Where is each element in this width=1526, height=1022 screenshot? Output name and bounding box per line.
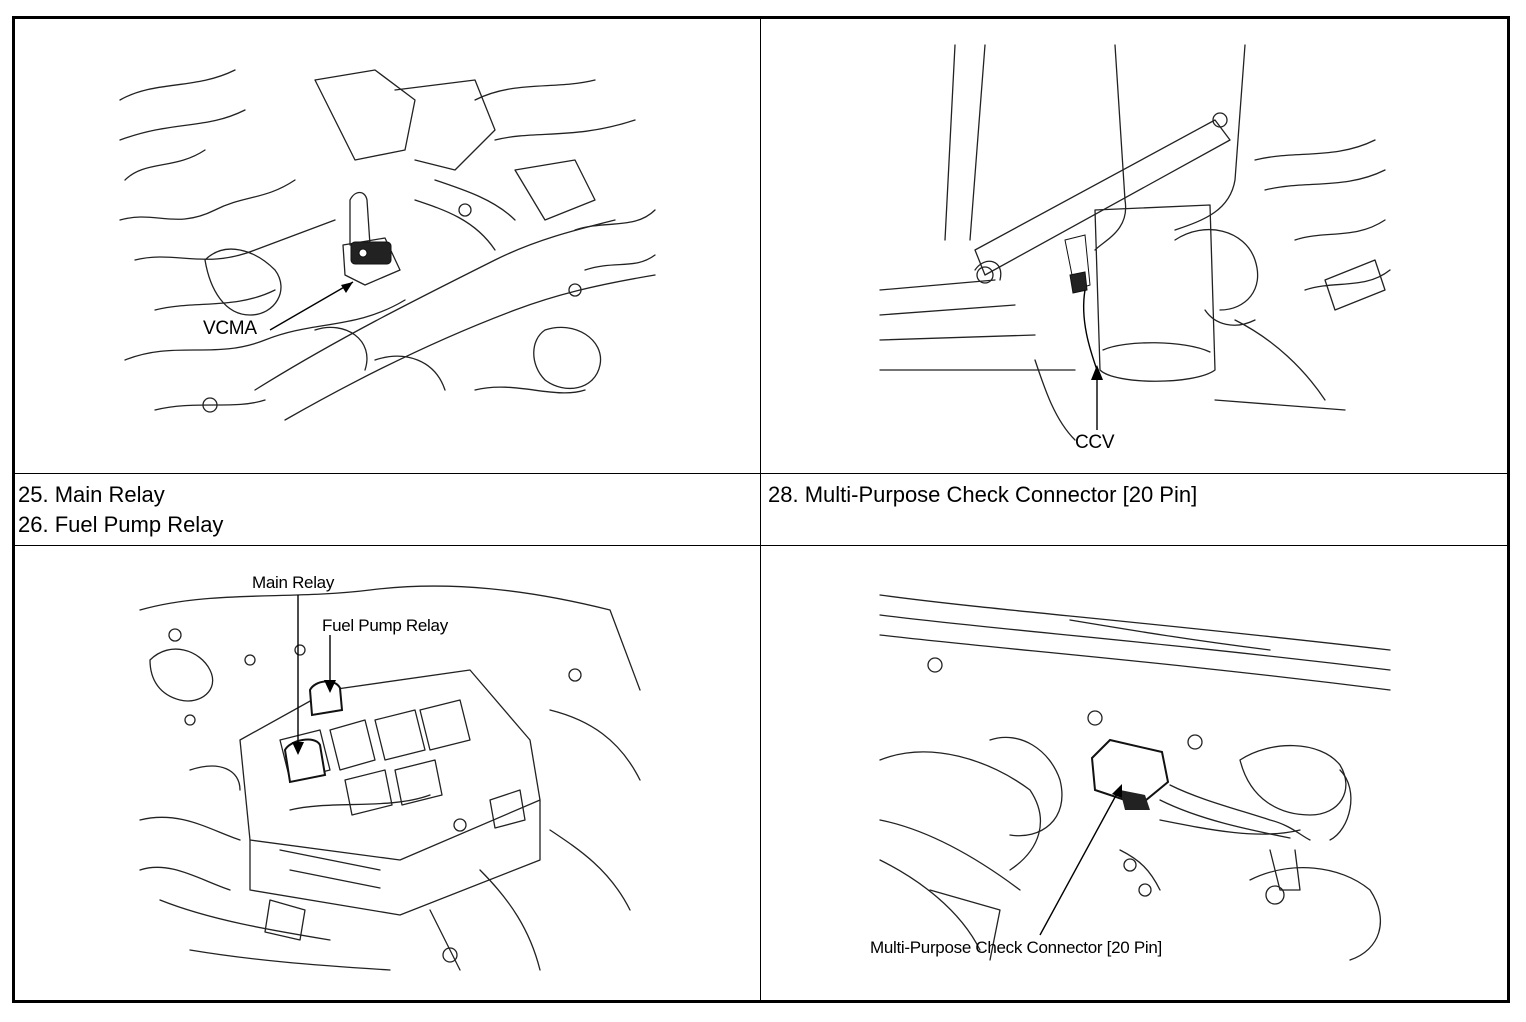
row-divider-top	[12, 473, 1510, 474]
ccv-illustration: CCV	[875, 40, 1395, 460]
caption-fuel-pump-relay: 26. Fuel Pump Relay	[18, 512, 224, 537]
diagram-table	[12, 16, 1510, 1003]
vcma-illustration: VCMA	[115, 60, 660, 430]
relay-box-illustration: Main Relay Fuel Pump Relay	[130, 570, 650, 985]
caption-main-relay: 25. Main Relay	[18, 482, 165, 507]
vcma-label: VCMA	[203, 318, 257, 339]
column-divider	[760, 16, 761, 1003]
row-divider-bottom	[12, 545, 1510, 546]
check-connector-illustration: Multi-Purpose Check Connector [20 Pin]	[870, 590, 1395, 970]
check-connector-label: Multi-Purpose Check Connector [20 Pin]	[870, 938, 1162, 957]
ccv-label: CCV	[1075, 432, 1115, 453]
fuel-pump-relay-label: Fuel Pump Relay	[322, 616, 448, 635]
main-relay-label: Main Relay	[252, 573, 335, 592]
caption-check-connector: 28. Multi-Purpose Check Connector [20 Pi…	[768, 482, 1198, 507]
